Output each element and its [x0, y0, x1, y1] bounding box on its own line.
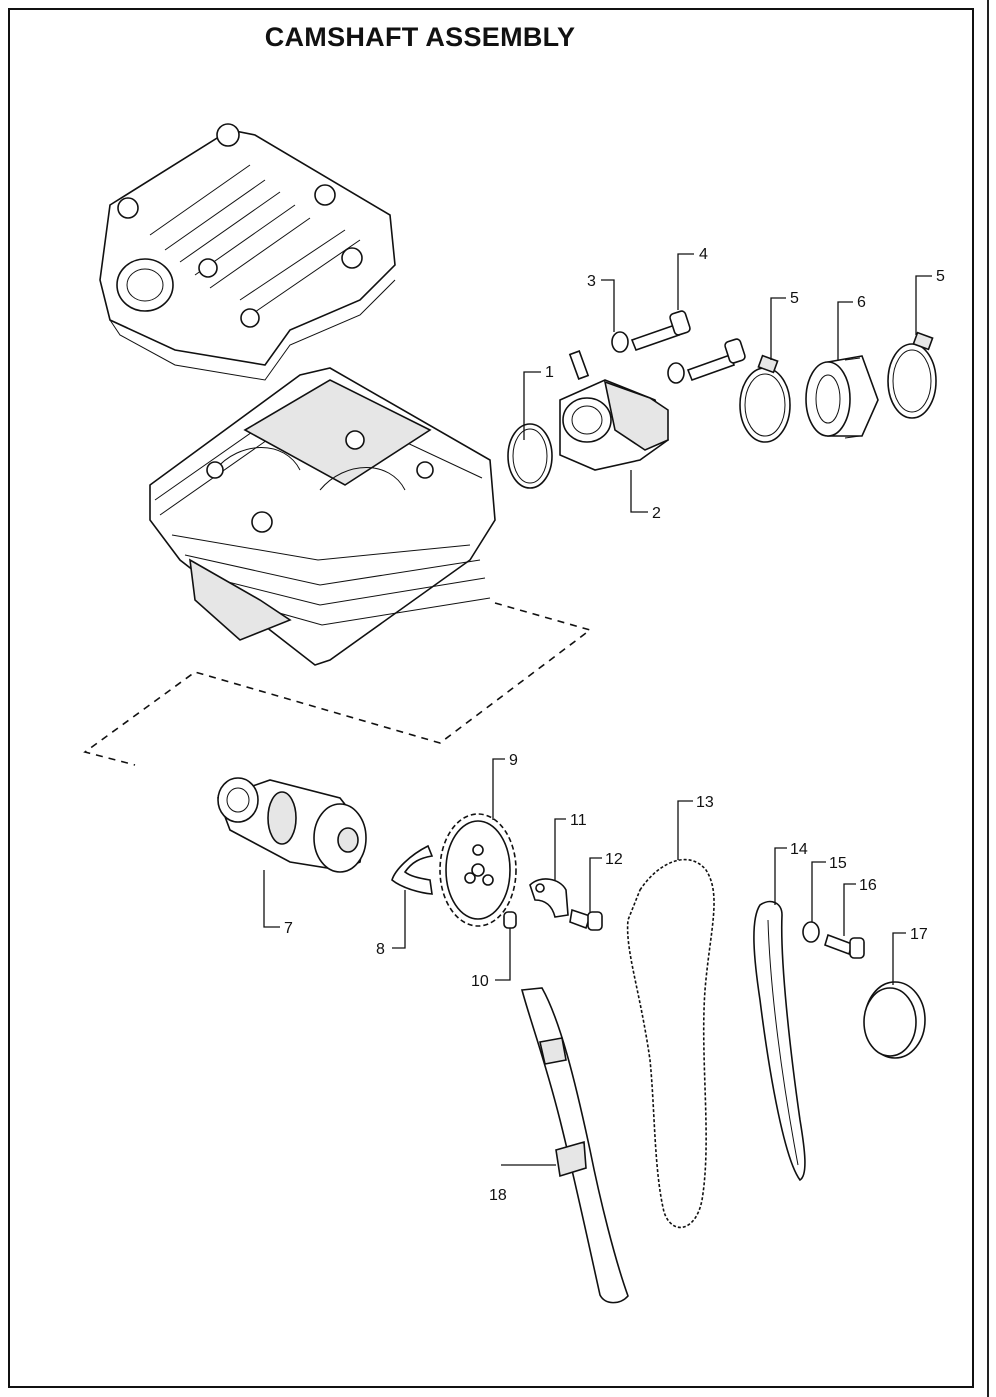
page-edge — [987, 0, 989, 1397]
leader-lines — [263, 253, 932, 1166]
timing-chain — [626, 858, 715, 1229]
callout-10: 10 — [471, 973, 489, 990]
diagram-title: CAMSHAFT ASSEMBLY — [264, 22, 576, 52]
callout-14: 14 — [790, 841, 808, 858]
callout-13: 13 — [696, 794, 714, 811]
callout-8: 8 — [376, 941, 385, 958]
callout-6: 6 — [857, 294, 866, 311]
washer — [667, 362, 685, 384]
callout-1: 1 — [545, 364, 554, 381]
hose-clamp — [739, 354, 791, 443]
callout-12: 12 — [605, 851, 623, 868]
callout-2: 2 — [652, 505, 661, 522]
bolt — [686, 338, 746, 382]
callout-15: 15 — [829, 855, 847, 872]
intake-manifold — [559, 350, 669, 471]
lock-plate — [529, 878, 569, 918]
callout-5-right: 5 — [936, 268, 945, 285]
hose-clamp — [887, 331, 937, 419]
sprocket-bolt — [569, 908, 603, 931]
chain-guide — [753, 900, 806, 1182]
callout-9: 9 — [509, 752, 518, 769]
callout-7: 7 — [284, 920, 293, 937]
guide-bolt — [824, 933, 865, 959]
end-cap — [863, 981, 926, 1059]
callout-4: 4 — [699, 246, 708, 263]
dashed-locator-line — [83, 602, 592, 766]
retaining-clip — [391, 844, 434, 895]
o-ring — [507, 423, 553, 489]
callout-17: 17 — [910, 926, 928, 943]
callout-3: 3 — [587, 273, 596, 290]
cylinder-head-cover — [99, 123, 396, 381]
bolt — [630, 310, 691, 352]
washer — [802, 921, 820, 943]
washer — [611, 331, 629, 353]
callout-11: 11 — [570, 812, 587, 829]
callout-18: 18 — [489, 1187, 507, 1204]
callout-16: 16 — [859, 877, 877, 894]
intake-boot — [805, 355, 879, 439]
callout-5: 5 — [790, 290, 799, 307]
dowel-pin — [503, 911, 517, 929]
camshaft-sprocket — [439, 813, 517, 927]
cylinder-head — [149, 367, 496, 666]
callout-labels: 1 2 3 4 5 5 6 7 8 9 10 11 12 13 14 15 16… — [284, 246, 945, 1204]
camshaft — [216, 777, 367, 873]
